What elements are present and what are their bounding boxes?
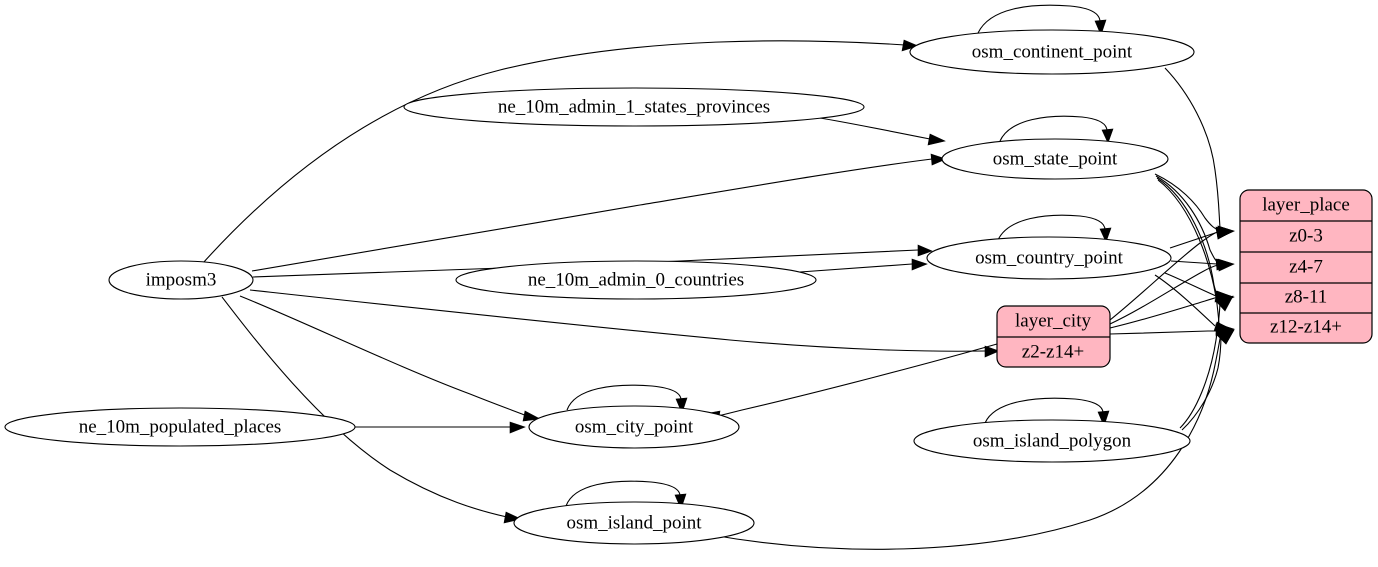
node-imposm3-shape[interactable]: [108, 260, 254, 300]
node-layer-place[interactable]: layer_place z0-3 z4-7 z8-11 z12-z14+: [1239, 189, 1373, 344]
edge-osm-country-point-to-layer-place-z4-7: [1170, 260, 1218, 265]
arrowhead-imposm3-layer-city: [984, 345, 1000, 358]
edge-osm-state-point-to-layer-place-z4-7: [1155, 175, 1221, 265]
layer-place-row-z12-z14-label[interactable]: z12-z14+: [1270, 316, 1342, 337]
node-osm-country-point-shape[interactable]: [926, 236, 1172, 280]
arrowhead-selfloop-osm-city-point: [675, 397, 688, 414]
node-osm-island-polygon[interactable]: osm_island_polygon: [913, 419, 1191, 463]
selfloop-osm-continent-point: [977, 4, 1101, 34]
node-ne-10m-admin-1-states-provinces-shape[interactable]: [403, 87, 865, 127]
edge-imposm3-to-osm-island-point: [221, 296, 508, 518]
node-ne-10m-admin-0-countries-label: ne_10m_admin_0_countries: [528, 269, 744, 290]
arrowhead-selfloop-osm-state-point: [1101, 128, 1114, 144]
arrowhead-ne-populated-osm-city-point: [509, 421, 526, 434]
arrowhead-layer-city-layer-place-z4-7: [1215, 258, 1233, 271]
edge-imposm3-to-osm-state-point: [251, 158, 933, 272]
node-osm-island-polygon-shape[interactable]: [913, 419, 1191, 463]
edge-osm-country-point-to-layer-place-z8-11: [1164, 272, 1217, 297]
node-osm-city-point[interactable]: osm_city_point: [528, 405, 740, 449]
arrowhead-selfloop-osm-continent-point: [1094, 19, 1107, 36]
edge-osm-country-point-to-layer-place-z12: [1154, 274, 1216, 327]
arrowhead-ne-admin0-osm-country-point: [911, 258, 928, 271]
selfloop-osm-city-point: [566, 384, 682, 411]
node-ne-10m-populated-places[interactable]: ne_10m_populated_places: [4, 407, 356, 447]
edge-osm-island-point-to-layer-place-z12: [711, 333, 1222, 550]
node-osm-island-point-label: osm_island_point: [566, 512, 702, 533]
arrowhead-selfloop-osm-island-polygon: [1097, 410, 1110, 427]
node-imposm3-label: imposm3: [146, 269, 217, 290]
selfloop-osm-state-point: [999, 115, 1108, 142]
selfloop-osm-country-point: [997, 214, 1106, 241]
edge-layer-city-to-layer-place-z12: [1109, 330, 1218, 335]
edge-layer-city-to-layer-place-z8-11: [1109, 296, 1219, 329]
arrowhead-selfloop-osm-country-point: [1099, 227, 1112, 243]
edge-ne-admin1-to-osm-state-point: [819, 117, 931, 140]
edge-imposm3-to-osm-city-point: [239, 295, 528, 417]
selfloop-osm-island-polygon: [984, 397, 1104, 424]
arrowhead-imposm3-osm-continent-point: [901, 39, 919, 52]
node-imposm3[interactable]: imposm3: [108, 260, 254, 300]
node-osm-country-point[interactable]: osm_country_point: [926, 236, 1172, 280]
edge-osm-state-point-to-layer-place-z0-3: [1154, 173, 1221, 232]
node-layer: imposm3 ne_10m_admin_1_states_provinces …: [4, 29, 1373, 545]
node-osm-state-point-shape[interactable]: [941, 138, 1169, 180]
selfloop-osm-island-point: [565, 480, 681, 507]
edge-imposm3-to-osm-continent-point: [202, 40, 906, 264]
arrowhead-imposm3-osm-city-point: [522, 410, 541, 422]
arrowhead-imposm3-osm-island-point: [503, 511, 522, 524]
node-layer-city[interactable]: layer_city z2-z14+: [996, 305, 1111, 368]
layer-place-row-z4-7-label[interactable]: z4-7: [1289, 256, 1323, 277]
node-osm-island-point-shape[interactable]: [513, 501, 755, 545]
layer-place-row-z8-11-label[interactable]: z8-11: [1285, 286, 1328, 307]
node-osm-continent-point-label: osm_continent_point: [972, 41, 1133, 62]
arrowhead-layer-city-layer-place-z0-3: [1215, 226, 1234, 240]
layer-city-header-label: layer_city: [1015, 310, 1091, 331]
edge-osm-island-polygon-to-layer-place-z8-11: [1179, 299, 1221, 429]
edge-osm-country-point-to-layer-place-z0-3: [1169, 232, 1216, 249]
node-layer-place-box[interactable]: [1239, 189, 1373, 344]
node-osm-island-polygon-label: osm_island_polygon: [973, 430, 1132, 451]
arrowhead-osm-island-point-layer-place-z12: [1215, 329, 1235, 345]
edge-ne-admin0-to-osm-country-point: [799, 263, 913, 273]
edge-osm-continent-point-to-layer-place-z0-3: [1164, 67, 1221, 229]
node-ne-10m-admin-0-countries[interactable]: ne_10m_admin_0_countries: [455, 260, 817, 300]
node-ne-10m-populated-places-shape[interactable]: [4, 407, 356, 447]
edge-layer-city-to-layer-place-z0-3: [1109, 231, 1218, 321]
edge-layer-city-to-layer-place-z4-7: [1109, 264, 1219, 325]
node-osm-country-point-label: osm_country_point: [975, 247, 1123, 268]
layer-city-row-z2-z14-label[interactable]: z2-z14+: [1022, 341, 1084, 362]
node-ne-10m-admin-1-states-provinces[interactable]: ne_10m_admin_1_states_provinces: [403, 87, 865, 127]
node-osm-island-point[interactable]: osm_island_point: [513, 501, 755, 545]
arrowhead-imposm3-osm-country-point: [917, 244, 933, 257]
edge-layer-city-to-osm-city-point: [717, 343, 998, 417]
node-osm-continent-point[interactable]: osm_continent_point: [909, 29, 1195, 75]
arrowhead-ne-admin1-osm-state-point: [927, 133, 946, 146]
node-osm-city-point-shape[interactable]: [528, 405, 740, 449]
node-osm-state-point-label: osm_state_point: [993, 148, 1118, 169]
node-osm-city-point-label: osm_city_point: [575, 416, 694, 437]
node-osm-continent-point-shape[interactable]: [909, 29, 1195, 75]
node-ne-10m-admin-0-countries-shape[interactable]: [455, 260, 817, 300]
node-ne-10m-admin-1-states-provinces-label: ne_10m_admin_1_states_provinces: [498, 96, 770, 117]
node-osm-state-point[interactable]: osm_state_point: [941, 138, 1169, 180]
edge-imposm3-to-layer-city: [249, 289, 986, 352]
layer-place-header-label: layer_place: [1262, 194, 1350, 215]
edge-osm-island-polygon-to-layer-place-z12: [1181, 333, 1222, 431]
layer-place-row-z0-3-label[interactable]: z0-3: [1289, 225, 1323, 246]
node-ne-10m-populated-places-label: ne_10m_populated_places: [79, 416, 282, 437]
arrowhead-osm-island-polygon-layer-place-z8-11: [1214, 295, 1234, 312]
edge-layer: [202, 4, 1235, 550]
arrowhead-imposm3-osm-state-point: [930, 153, 947, 166]
arrowhead-selfloop-osm-island-point: [674, 493, 687, 510]
